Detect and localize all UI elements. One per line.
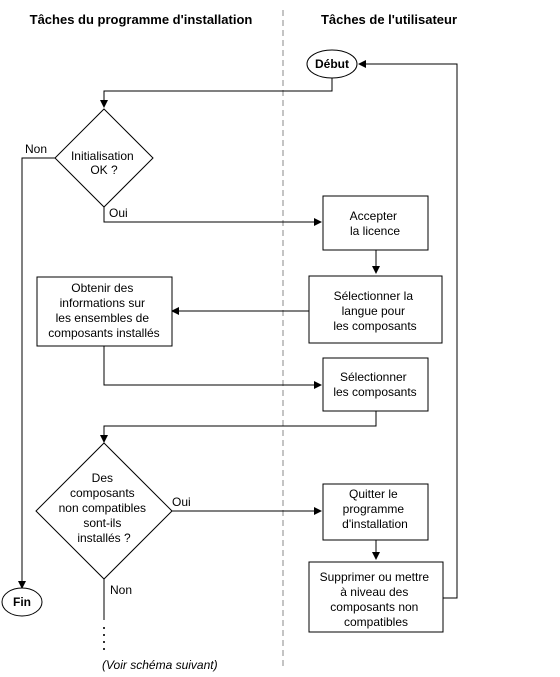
init-decision: Initialisation OK ? — [54, 108, 154, 208]
select-components-label: Sélectionner les composants — [333, 370, 416, 399]
start-label: Début — [315, 57, 349, 71]
end-label: Fin — [13, 595, 31, 609]
edge-label-incompat-yes: Oui — [172, 495, 191, 509]
start-terminal: Début — [306, 49, 358, 79]
accept-license-box: Accepter la licence — [322, 195, 429, 251]
quit-installer-label: Quitter le programme d'installation — [342, 487, 408, 531]
remove-upgrade-label: Supprimer ou mettre à niveau des composa… — [320, 570, 433, 629]
select-language-box: Sélectionner la langue pour les composan… — [308, 275, 443, 344]
edge-components-to-incompat — [100, 411, 377, 443]
edge-remove-to-start — [358, 60, 458, 599]
incompatible-decision-label: Des composants non compatibles sont-ils … — [59, 471, 150, 545]
edge-init-no-to-end — [18, 157, 55, 589]
select-language-label: Sélectionner la langue pour les composan… — [333, 289, 416, 333]
remove-upgrade-box: Supprimer ou mettre à niveau des composa… — [308, 561, 444, 633]
footnote: (Voir schéma suivant) — [102, 658, 218, 672]
init-decision-label: Initialisation OK ? — [71, 149, 137, 177]
edge-getinfo-to-components — [103, 346, 322, 389]
accept-license-label: Accepter la licence — [350, 209, 401, 238]
edge-label-incompat-no: Non — [110, 583, 132, 597]
get-info-box: Obtenir des informations sur les ensembl… — [36, 276, 173, 347]
edge-label-init-yes: Oui — [109, 206, 128, 220]
quit-installer-box: Quitter le programme d'installation — [322, 483, 429, 541]
edge-init-yes-to-accept — [103, 207, 322, 226]
lane-header-user: Tâches de l'utilisateur — [321, 12, 457, 27]
end-terminal: Fin — [1, 587, 43, 617]
edge-label-init-no: Non — [25, 142, 47, 156]
edge-start-to-init — [100, 78, 333, 108]
get-info-label: Obtenir des informations sur les ensembl… — [48, 281, 159, 340]
select-components-box: Sélectionner les composants — [322, 357, 429, 412]
incompatible-decision: Des composants non compatibles sont-ils … — [35, 442, 173, 580]
lane-header-installer: Tâches du programme d'installation — [30, 12, 253, 27]
